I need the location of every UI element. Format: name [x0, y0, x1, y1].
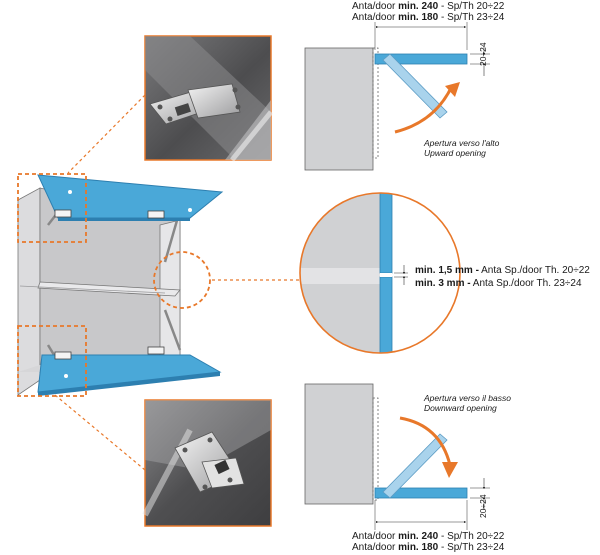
- upward-label-en: Upward opening: [424, 148, 486, 158]
- upward-dim-label: 20÷24: [478, 42, 488, 66]
- bottom-leader-line: [54, 394, 146, 471]
- gap-highlight-circle: [153, 251, 211, 309]
- bottom-hinge-highlight: [17, 325, 87, 397]
- downward-dim-label: 20÷24: [478, 494, 488, 518]
- cabinet-illustration: [17, 174, 224, 396]
- top-hinge-photo: [144, 35, 273, 162]
- upward-opening-detail: [304, 22, 490, 171]
- top-leader-line: [67, 94, 146, 174]
- top-spec-line-2: Anta/door min. 180 - Sp/Th 23÷24: [352, 12, 505, 23]
- top-spec-line-1: Anta/door min. 240 - Sp/Th 20÷22: [352, 1, 505, 12]
- bottom-hinge-photo: [142, 399, 272, 527]
- downward-label-en: Downward opening: [424, 403, 497, 413]
- bottom-spec-line-2: Anta/door min. 180 - Sp/Th 23÷24: [352, 542, 505, 553]
- gap-spec-line-2: min. 3 mm - Anta Sp./door Th. 23÷24: [415, 278, 582, 289]
- downward-label-it: Apertura verso il basso: [424, 393, 511, 403]
- downward-opening-detail: [304, 383, 490, 530]
- top-hinge-highlight: [17, 173, 87, 243]
- upward-label-it: Apertura verso l'alto: [424, 138, 500, 148]
- gap-spec-line-1: min. 1,5 mm - Anta Sp./door Th. 20÷22: [415, 265, 590, 276]
- bottom-spec-line-1: Anta/door min. 240 - Sp/Th 20÷22: [352, 531, 505, 542]
